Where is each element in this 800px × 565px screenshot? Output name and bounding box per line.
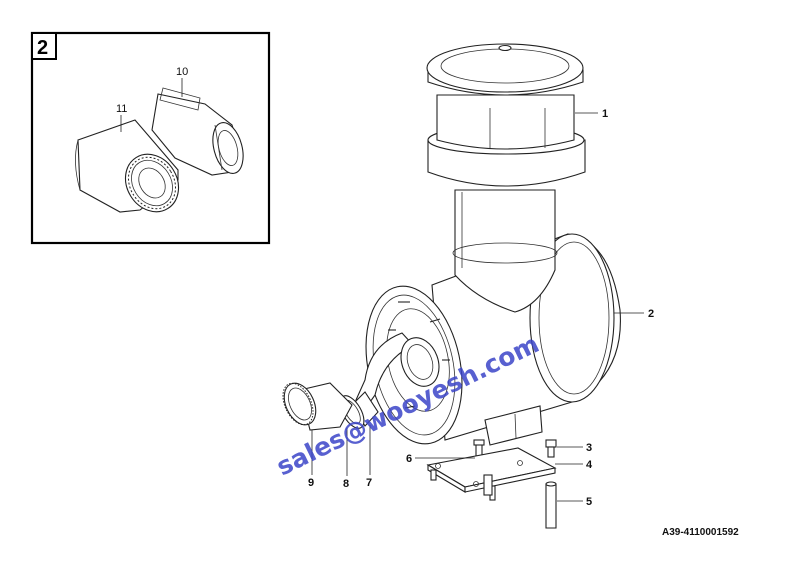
callout-3: 3 <box>586 442 592 454</box>
drawing-code: A39-4110001592 <box>662 527 739 538</box>
callout-10: 10 <box>176 66 188 78</box>
inset-detail: 2 10 11 <box>30 31 271 245</box>
main-assembly <box>282 43 621 529</box>
inset-number: 2 <box>37 37 48 59</box>
callout-5: 5 <box>586 496 592 508</box>
callout-11: 11 <box>116 103 127 115</box>
callout-6: 6 <box>406 453 412 465</box>
callout-2: 2 <box>648 308 654 320</box>
callout-4: 4 <box>586 459 593 471</box>
callout-8: 8 <box>343 478 349 490</box>
callout-1: 1 <box>602 108 608 120</box>
callout-7: 7 <box>366 477 372 489</box>
callout-9: 9 <box>308 477 314 489</box>
callouts: 1 2 3 4 5 6 7 8 9 <box>308 108 654 508</box>
safety-element-drawing <box>151 87 244 176</box>
filter-element-drawing <box>75 119 180 213</box>
